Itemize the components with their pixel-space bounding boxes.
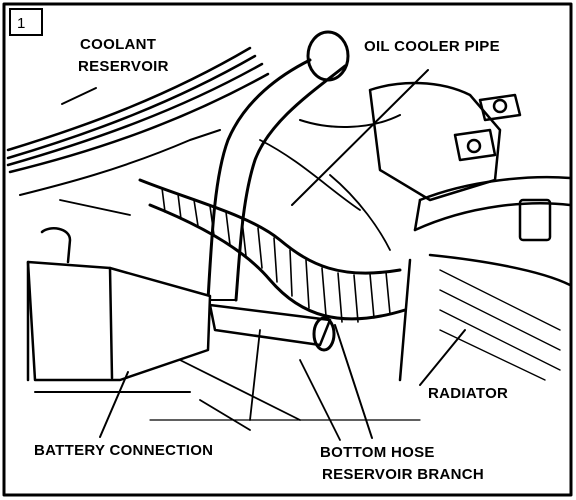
leader-bottom-hose: [334, 324, 373, 439]
label-bottom-hose-line1: BOTTOM HOSE: [320, 444, 435, 461]
label-coolant-reservoir-line1: COOLANT: [80, 36, 157, 53]
oil-cooler-body-shape: [299, 81, 522, 202]
engine-detail-strokes: [59, 139, 421, 441]
leader-lines: [61, 69, 466, 439]
label-oil-cooler-pipe: OIL COOLER PIPE: [364, 38, 500, 55]
figure-number: 1: [9, 8, 43, 36]
label-radiator: RADIATOR: [428, 385, 509, 402]
bottom-hose-shape: [138, 178, 407, 352]
leader-radiator: [419, 329, 466, 386]
label-bottom-hose-line2: RESERVOIR BRANCH: [322, 466, 485, 483]
leader-battery-connection: [99, 371, 129, 438]
leader-oil-cooler-pipe: [291, 69, 429, 206]
label-battery-connection: BATTERY CONNECTION: [34, 442, 214, 459]
coolant-reservoir-shape: [6, 46, 270, 196]
leader-coolant-reservoir: [61, 87, 97, 105]
battery-shape: [26, 227, 212, 393]
oil-cooler-pipe-shape: [206, 30, 350, 302]
radiator-shape: [398, 175, 572, 382]
label-coolant-reservoir-line2: RESERVOIR: [78, 58, 169, 75]
